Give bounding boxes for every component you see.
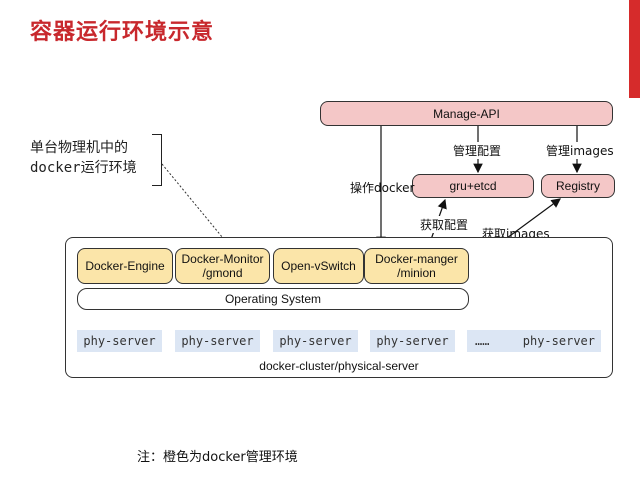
footnote: 注：橙色为docker管理环境: [137, 450, 298, 465]
label-get-config: 获取配置: [419, 216, 470, 233]
phy-server-5-label: phy-server: [522, 334, 595, 348]
operating-system-node: Operating System: [77, 288, 469, 310]
phy-server-4: phy-server: [370, 330, 455, 352]
phy-server-2: phy-server: [175, 330, 260, 352]
accent-bar: [629, 0, 640, 98]
phy-server-5: …… phy-server: [467, 330, 601, 352]
docker-manger-line-1: Docker-manger: [375, 252, 458, 266]
label-manage-images: 管理images: [545, 142, 615, 159]
label-operate-docker: 操作docker: [350, 181, 415, 195]
cluster-label: docker-cluster/physical-server: [259, 359, 419, 373]
label-manage-config: 管理配置: [452, 142, 503, 159]
docker-manger-line-2: /minion: [397, 266, 436, 280]
docker-monitor-line-2: /gmond: [202, 266, 243, 280]
annotation-text: 单台物理机中的 docker运行环境: [30, 138, 137, 178]
page-title: 容器运行环境示意: [30, 20, 215, 45]
annotation-line-1: 单台物理机中的: [30, 140, 128, 156]
manage-api-node: Manage-API: [320, 101, 613, 126]
docker-monitor-node: Docker-Monitor /gmond: [175, 248, 270, 284]
phy-server-ellipsis: ……: [475, 334, 490, 348]
gru-etcd-node: gru+etcd: [412, 174, 534, 198]
registry-node: Registry: [541, 174, 615, 198]
open-vswitch-node: Open-vSwitch: [273, 248, 364, 284]
docker-engine-node: Docker-Engine: [77, 248, 173, 284]
annotation-bracket: [152, 134, 162, 186]
docker-manger-node: Docker-manger /minion: [364, 248, 469, 284]
phy-server-3: phy-server: [273, 330, 358, 352]
annotation-line-2: docker运行环境: [30, 160, 137, 176]
docker-monitor-line-1: Docker-Monitor: [181, 252, 264, 266]
phy-server-1: phy-server: [77, 330, 162, 352]
